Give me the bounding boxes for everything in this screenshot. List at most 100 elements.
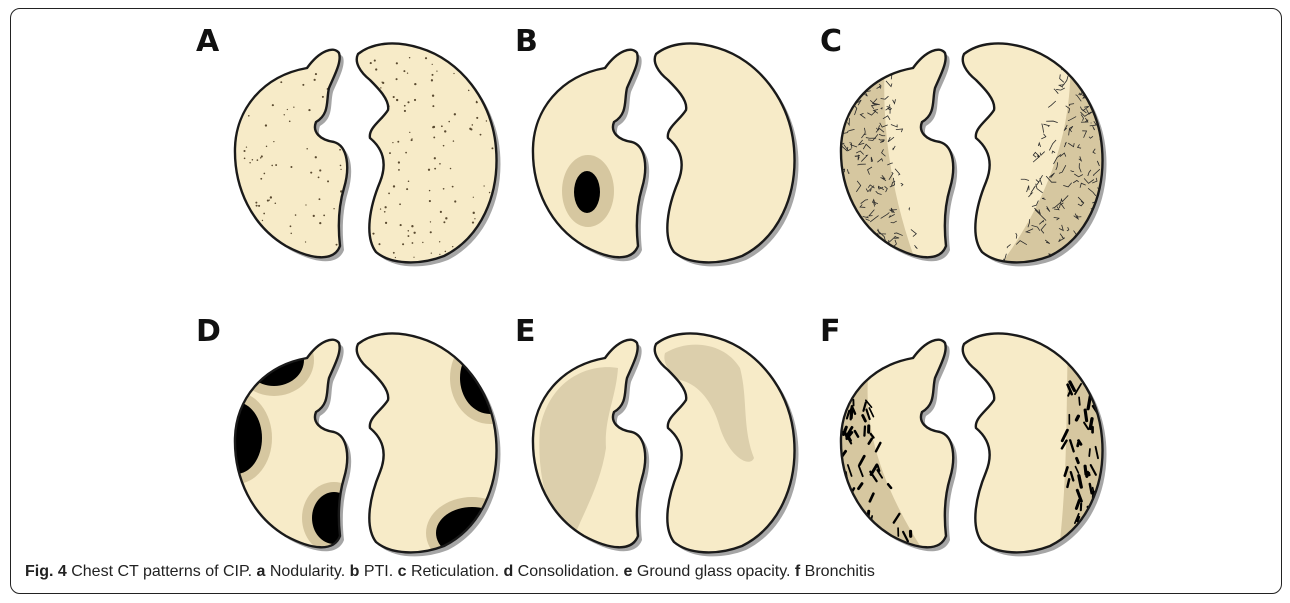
nodule-dot (500, 236, 502, 238)
reticulation-line (1068, 60, 1071, 64)
bronchus-mark (855, 513, 859, 520)
nodule-dot (293, 107, 294, 108)
nodule-dot (440, 211, 442, 213)
nodule-dot (360, 224, 362, 226)
nodule-dot (402, 243, 404, 245)
nodule-dot (445, 251, 447, 253)
nodule-dot (385, 206, 387, 208)
nodule-dot (308, 109, 310, 111)
nodule-dot (474, 254, 476, 256)
nodule-dot (404, 110, 406, 112)
nodule-dot (337, 81, 338, 82)
nodule-dot (443, 188, 445, 190)
nodule-dot (333, 208, 334, 209)
nodule-dot (480, 134, 482, 136)
nodule-dot (255, 48, 256, 49)
nodule-dot (319, 169, 321, 171)
nodule-dot (352, 260, 353, 261)
nodule-dot (349, 247, 351, 249)
nodule-dot (233, 110, 234, 111)
reticulation-line (1097, 218, 1100, 219)
reticulation-line (841, 73, 853, 78)
nodule-dot (244, 158, 246, 160)
nodule-dot (452, 246, 453, 247)
reticulation-line (851, 243, 855, 249)
nodule-dot (393, 185, 395, 187)
reticulation-line (839, 116, 845, 123)
nodule-dot (262, 240, 264, 242)
nodule-dot (302, 84, 304, 86)
nodule-dot (231, 228, 233, 230)
nodule-dot (350, 121, 352, 123)
nodule-dot (375, 68, 377, 70)
nodule-dot (244, 245, 245, 246)
nodule-dot (295, 214, 297, 216)
nodule-dot (264, 83, 266, 85)
reticulation-line (1063, 255, 1066, 264)
nodule-dot (262, 220, 263, 221)
nodule-dot (382, 82, 384, 84)
nodule-dot (307, 46, 309, 48)
nodule-dot (400, 224, 402, 226)
nodule-dot (450, 168, 452, 170)
nodule-dot (465, 52, 467, 54)
reticulation-line (1100, 69, 1108, 73)
nodule-dot (431, 253, 432, 254)
nodule-dot (271, 165, 273, 167)
nodule-dot (270, 57, 272, 59)
bronchus-mark (1079, 397, 1080, 405)
reticulation-line (837, 79, 842, 80)
nodule-dot (430, 221, 431, 222)
nodule-dot (376, 174, 377, 175)
reticulation-line (883, 68, 886, 71)
nodule-dot (491, 147, 493, 149)
caption-text-b: PTI. (359, 563, 397, 580)
nodule-dot (413, 232, 415, 234)
lungs-panel-b (520, 28, 820, 268)
nodule-dot (397, 141, 399, 143)
nodule-dot (469, 128, 471, 130)
nodule-dot (258, 205, 260, 207)
nodule-dot (490, 100, 492, 102)
nodule-dot (409, 132, 410, 133)
bronchus-mark (1085, 410, 1086, 421)
caption-text-f: Bronchitis (800, 563, 875, 580)
reticulation-line (872, 240, 877, 244)
nodule-dot (261, 155, 263, 157)
reticulation-line (1074, 66, 1080, 75)
nodule-dot (436, 71, 437, 72)
nodule-dot (445, 48, 447, 50)
bronchus-mark (899, 545, 901, 555)
reticulation-line (1098, 241, 1099, 245)
reticulation-line (865, 76, 869, 85)
reticulation-line (840, 227, 847, 234)
bronchus-mark (1079, 476, 1081, 487)
bronchus-mark (1067, 479, 1069, 487)
lungs-panel-e (520, 318, 820, 558)
nodule-dot (305, 241, 306, 242)
nodule-dot (264, 62, 265, 63)
nodule-dot (388, 193, 390, 195)
nodule-dot (290, 233, 291, 234)
nodule-dot (434, 168, 436, 170)
nodule-dot (275, 203, 277, 205)
nodule-dot (261, 79, 263, 81)
nodule-dot (328, 135, 330, 137)
nodule-dot (268, 247, 270, 249)
reticulation-line (858, 242, 864, 249)
nodule-dot (243, 150, 245, 152)
nodule-dot (293, 260, 295, 262)
consolidation-lesion (436, 507, 508, 559)
nodule-dot (372, 233, 374, 235)
nodule-dot (284, 114, 285, 115)
nodule-dot (234, 202, 236, 204)
reticulation-line (854, 238, 863, 246)
nodule-dot (448, 121, 450, 123)
nodule-dot (318, 44, 320, 46)
nodule-dot (318, 176, 320, 178)
reticulation-line (1098, 211, 1102, 214)
nodule-dot (411, 225, 413, 227)
nodule-dot (352, 214, 354, 216)
nodule-dot (296, 261, 298, 263)
nodule-dot (474, 54, 475, 55)
